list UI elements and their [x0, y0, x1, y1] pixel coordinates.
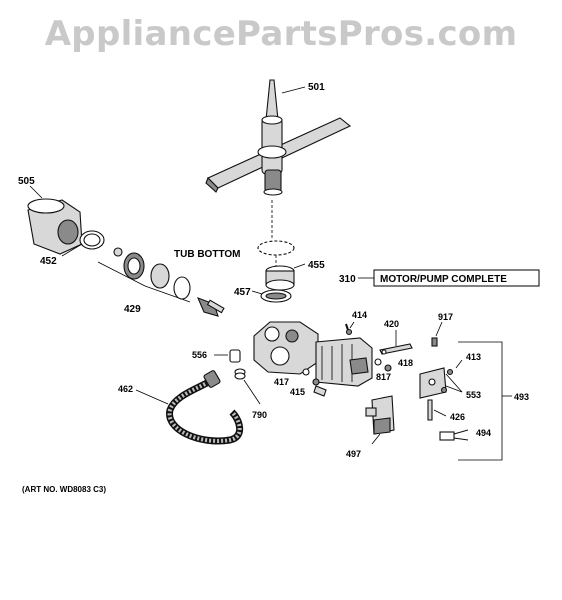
- label-497: 497: [346, 449, 361, 459]
- washer-417[interactable]: [302, 368, 310, 376]
- label-501: 501: [308, 82, 325, 93]
- pump-housing[interactable]: [253, 321, 319, 375]
- label-tub-bottom: TUB BOTTOM: [174, 249, 240, 260]
- bracket-group-493[interactable]: [419, 367, 454, 421]
- label-917: 917: [438, 312, 453, 322]
- label-413: 413: [466, 352, 481, 362]
- label-553: 553: [466, 390, 481, 400]
- label-457: 457: [234, 287, 251, 298]
- label-817: 817: [376, 372, 391, 382]
- bracket-line-493: [458, 341, 503, 461]
- clamp-457[interactable]: [260, 289, 292, 303]
- screw-414[interactable]: [345, 323, 353, 336]
- label-494: 494: [476, 428, 491, 438]
- label-418: 418: [398, 358, 413, 368]
- label-310: 310: [339, 274, 356, 285]
- ring-455[interactable]: [265, 265, 295, 291]
- label-420: 420: [384, 319, 399, 329]
- label-556: 556: [192, 350, 207, 360]
- tub-bottom-ring: [257, 240, 295, 256]
- housing-505[interactable]: [27, 198, 83, 255]
- hose-462[interactable]: [166, 370, 244, 445]
- screw-415[interactable]: [312, 378, 320, 386]
- spray-arm-501[interactable]: [205, 79, 352, 196]
- label-452: 452: [40, 256, 57, 267]
- label-455: 455: [308, 260, 325, 271]
- clip-415: [313, 385, 327, 397]
- label-790: 790: [252, 410, 267, 420]
- washer-418[interactable]: [374, 358, 382, 366]
- label-415: 415: [290, 387, 305, 397]
- label-motor-pump-complete: MOTOR/PUMP COMPLETE: [380, 274, 507, 285]
- bracket-420[interactable]: [379, 343, 413, 355]
- art-number: (ART NO. WD8083 C3): [22, 485, 106, 494]
- label-417: 417: [274, 377, 289, 387]
- solenoid-497[interactable]: [365, 395, 395, 435]
- label-505: 505: [18, 176, 35, 187]
- clamp-452[interactable]: [79, 230, 105, 250]
- filter-assembly-429[interactable]: [97, 247, 225, 317]
- label-462: 462: [118, 384, 133, 394]
- site-watermark: AppliancePartsPros.com: [44, 14, 518, 54]
- spring-790[interactable]: [234, 368, 246, 380]
- connector-494[interactable]: [439, 429, 469, 441]
- label-414: 414: [352, 310, 367, 320]
- nut-817[interactable]: [384, 364, 392, 372]
- label-426: 426: [450, 412, 465, 422]
- label-429: 429: [124, 304, 141, 315]
- screw-917[interactable]: [431, 337, 438, 347]
- motor[interactable]: [315, 337, 373, 387]
- plug-556[interactable]: [229, 349, 241, 363]
- label-493: 493: [514, 392, 529, 402]
